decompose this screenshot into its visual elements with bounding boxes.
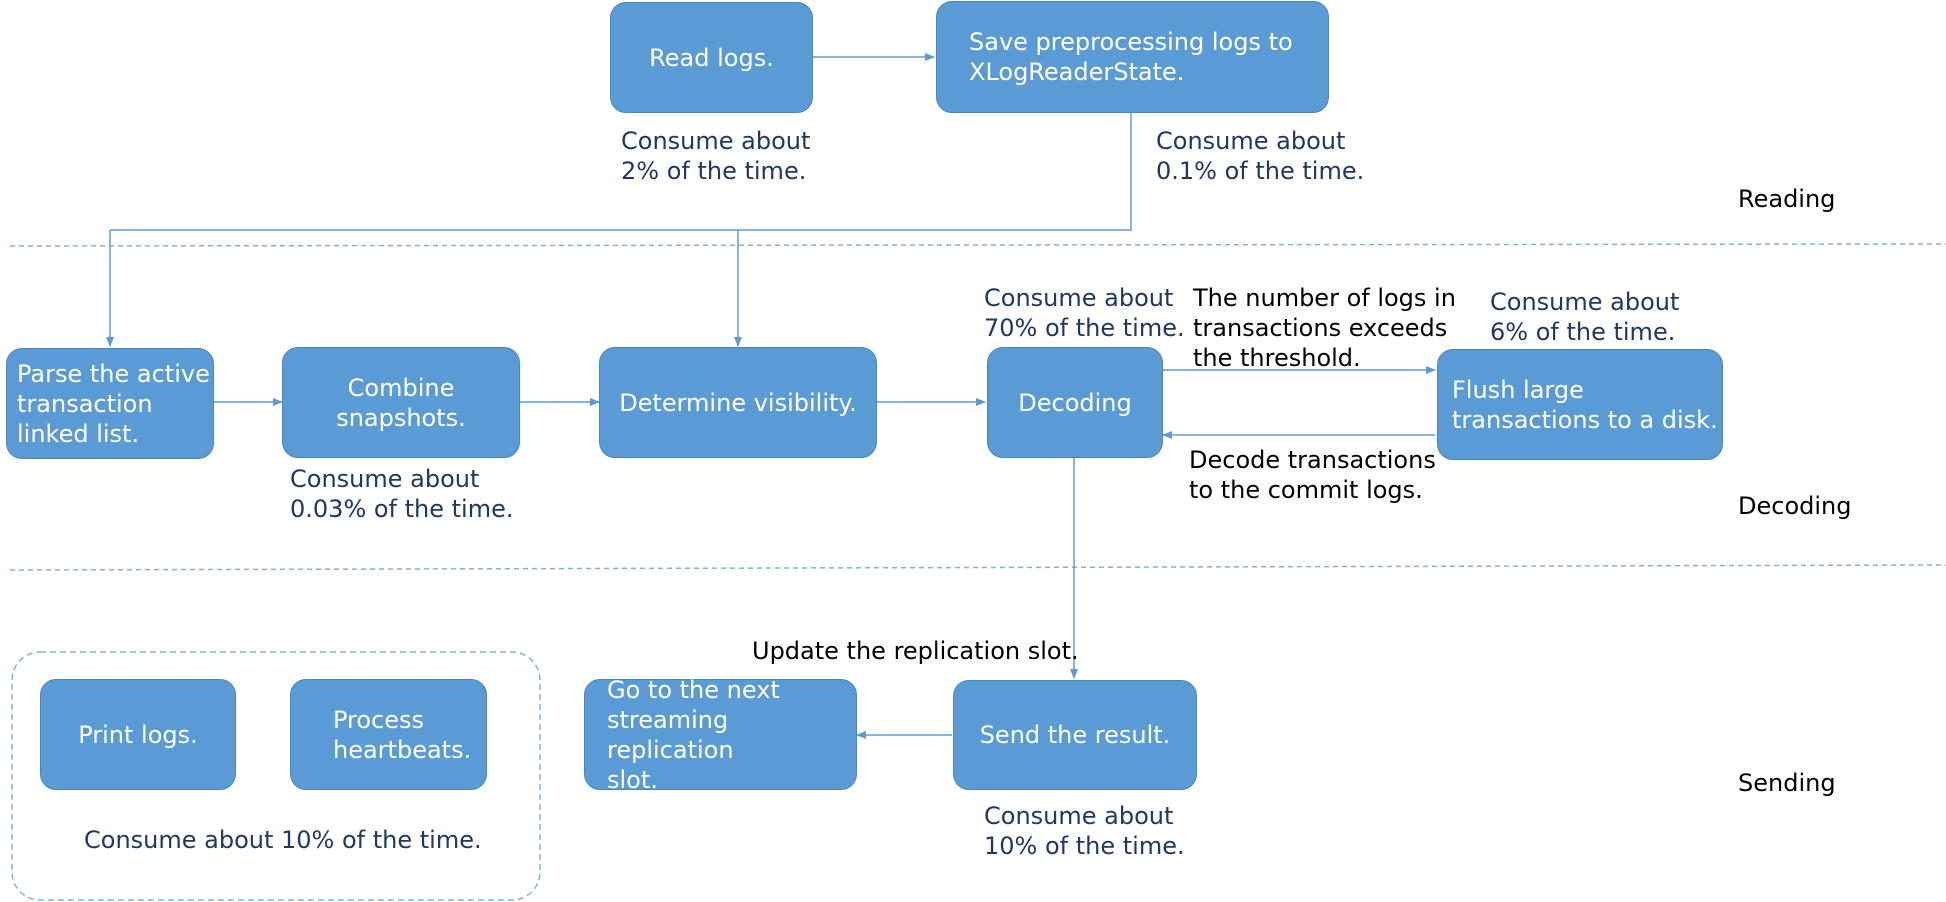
process-heartbeats-box: Process heartbeats.	[290, 679, 487, 790]
group-time-note: Consume about 10% of the time.	[84, 826, 482, 854]
send-result-box: Send the result.	[953, 680, 1197, 790]
combine-snapshots-label: Combine snapshots.	[336, 373, 466, 432]
stage-label-sending: Sending	[1738, 769, 1836, 797]
save-logs-label: Save preprocessing logs to XLogReaderSta…	[969, 28, 1293, 86]
divider-reading-decoding	[9, 243, 1946, 247]
next-slot-label: Go to the next streaming replication slo…	[607, 675, 780, 794]
send-time-note: Consume about 10% of the time.	[984, 802, 1185, 860]
read-logs-box: Read logs.	[610, 2, 813, 113]
flush-time-note: Consume about 6% of the time.	[1490, 288, 1680, 346]
stage-label-reading: Reading	[1738, 185, 1836, 213]
send-result-label: Send the result.	[979, 721, 1171, 749]
next-slot-box: Go to the next streaming replication slo…	[584, 676, 857, 794]
parse-list-box: Parse the active transaction linked list…	[6, 348, 214, 459]
stage-label-decoding: Decoding	[1738, 492, 1852, 520]
print-logs-box: Print logs.	[40, 679, 236, 790]
threshold-note: The number of logs in transactions excee…	[1193, 284, 1456, 372]
parse-list-label: Parse the active transaction linked list…	[17, 359, 210, 448]
process-heartbeats-label: Process heartbeats.	[333, 705, 472, 764]
combine-time-note: Consume about 0.03% of the time.	[290, 465, 514, 523]
flush-box: Flush large transactions to a disk.	[1437, 349, 1723, 460]
determine-visibility-label: Determine visibility.	[619, 388, 857, 417]
save-time-note: Consume about 0.1% of the time.	[1156, 127, 1365, 185]
decode-commit-note: Decode transactions to the commit logs.	[1189, 446, 1436, 504]
divider-decoding-sending	[9, 564, 1946, 571]
decoding-box: Decoding	[987, 347, 1163, 458]
read-logs-label: Read logs.	[649, 43, 774, 72]
update-slot-note: Update the replication slot.	[752, 637, 1079, 665]
determine-visibility-box: Determine visibility.	[599, 347, 877, 458]
connector-save-down	[110, 113, 1132, 231]
print-logs-label: Print logs.	[78, 720, 198, 749]
save-logs-box: Save preprocessing logs to XLogReaderSta…	[936, 1, 1329, 113]
read-time-note: Consume about 2% of the time.	[621, 127, 811, 185]
combine-snapshots-box: Combine snapshots.	[282, 347, 520, 458]
decoding-label: Decoding	[1018, 388, 1132, 417]
flush-label: Flush large transactions to a disk.	[1452, 375, 1718, 434]
group-container	[11, 651, 541, 901]
decoding-time-note: Consume about 70% of the time.	[984, 284, 1185, 342]
